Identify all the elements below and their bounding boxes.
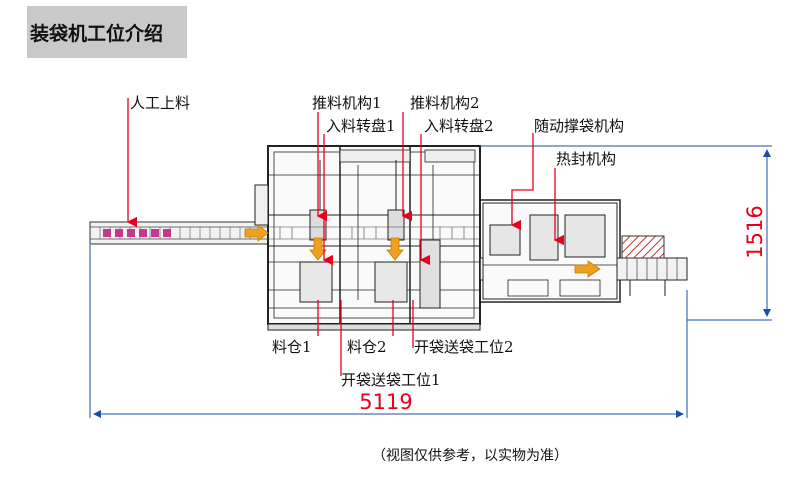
dimension-lines (89, 145, 772, 418)
main-conveyor (268, 226, 480, 240)
infeed-conveyor (89, 221, 269, 245)
flow-arrow-down-2 (386, 237, 404, 261)
callout-arrow-bag-opener (510, 133, 534, 231)
label-manual-feed: 人工上料 (130, 94, 190, 112)
label-station-2: 开袋送袋工位2 (414, 338, 514, 356)
label-bin-2: 料仓2 (347, 338, 387, 356)
width-dimension-label: 5119 (359, 390, 412, 414)
footnote: （视图仅供参考，以实物为准） (372, 447, 568, 464)
flow-arrow-outfeed (574, 260, 601, 278)
sealing-frame (482, 202, 618, 300)
main-frame (254, 145, 481, 331)
label-turntable-1: 入料转盘1 (326, 117, 396, 135)
callout-arrows (126, 98, 565, 376)
flow-arrow-down-1 (309, 237, 327, 261)
label-pusher-1: 推料机构1 (312, 94, 382, 112)
page-title: 装袋机工位介绍 (30, 23, 164, 45)
label-turntable-2: 入料转盘2 (424, 117, 494, 135)
label-station-1: 开袋送袋工位1 (341, 371, 441, 389)
label-bin-1: 料仓1 (272, 338, 312, 356)
label-bag-opener: 随动撑袋机构 (534, 117, 624, 135)
flow-arrow-infeed (244, 224, 269, 242)
height-dimension-label: 1516 (743, 205, 767, 258)
title-banner (27, 6, 187, 58)
flow-arrows (244, 224, 601, 278)
label-heat-seal: 热封机构 (556, 150, 616, 168)
outfeed-conveyor (616, 235, 688, 296)
product-items (103, 229, 171, 237)
label-pusher-2: 推料机构2 (410, 94, 480, 112)
